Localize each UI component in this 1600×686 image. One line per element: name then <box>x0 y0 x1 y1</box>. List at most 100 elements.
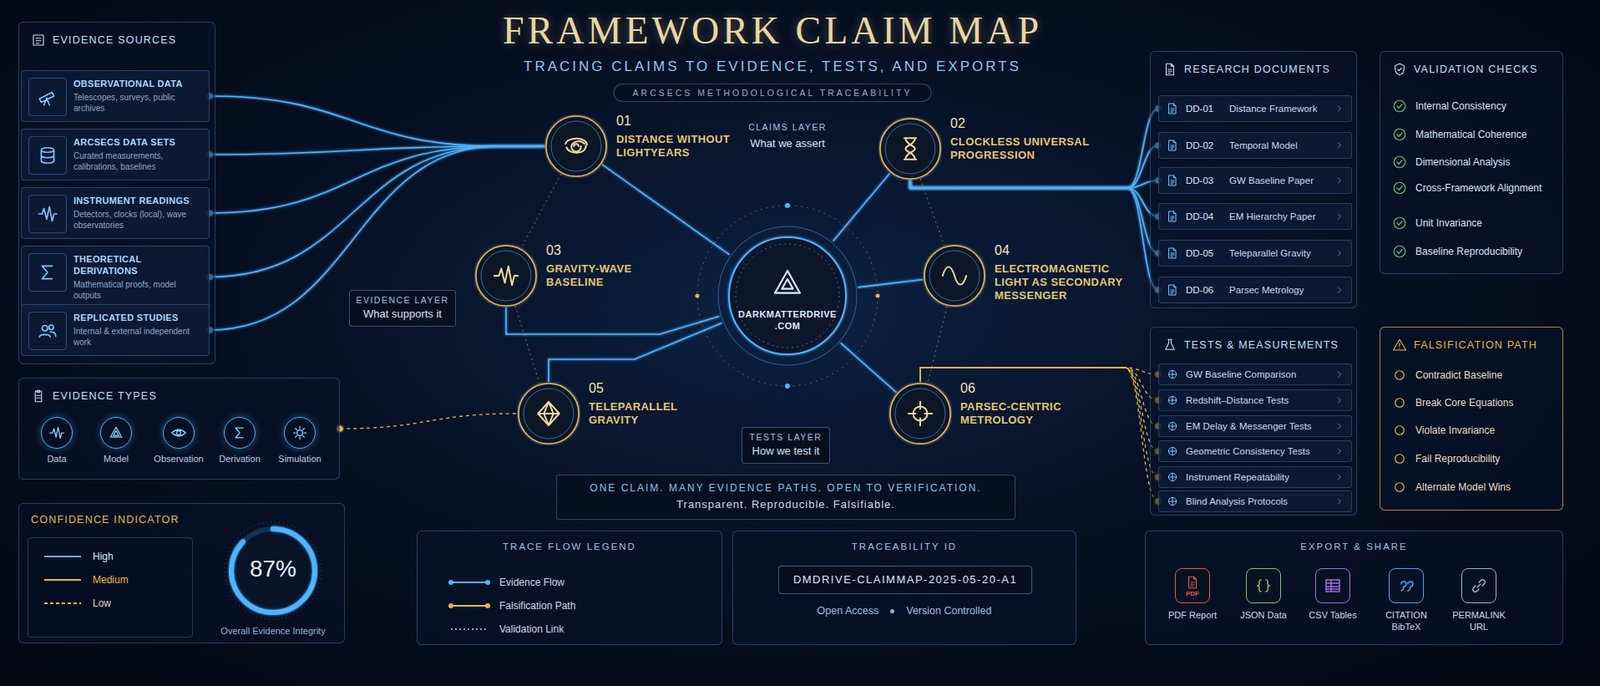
icon <box>1334 103 1345 114</box>
ring-outline <box>544 114 608 178</box>
icon-stroke <box>1165 339 1175 350</box>
icon-stroke <box>1169 140 1176 151</box>
motto-node: ONE CLAIM. MANY EVIDENCE PATHS. OPEN TO … <box>556 474 1016 520</box>
diagram-title: FRAMEWORK CLAIM MAP <box>434 8 1111 53</box>
source-body: Internal & external independent work <box>73 325 204 348</box>
icon-frame <box>28 194 67 233</box>
panel-heading: TRACEABILITY ID <box>851 541 957 552</box>
panel-heading: EXPORT & SHARE <box>1300 541 1408 552</box>
claim-link <box>506 307 720 335</box>
falsification-step: Fail Reproducibility <box>1415 452 1553 465</box>
source-heading: THEORETICAL DERIVATIONS <box>73 253 204 277</box>
access-row: Open Access Version Controlled <box>733 604 1076 617</box>
claim-number: 04 <box>994 242 1129 259</box>
icon-stroke <box>1338 177 1342 183</box>
source-body: Curated measurements, calibrations, base… <box>73 150 204 173</box>
export-label: PERMALINK URL <box>1445 608 1513 633</box>
claim-number: 05 <box>588 379 698 397</box>
icon <box>1165 367 1180 381</box>
legend-sample <box>447 577 492 588</box>
icon-stroke <box>1168 421 1176 430</box>
test-link <box>920 367 1159 451</box>
icon-stroke <box>33 35 44 46</box>
web-dot <box>695 293 700 299</box>
icon <box>1334 445 1345 456</box>
panel-heading: VALIDATION CHECKS <box>1413 63 1538 76</box>
icon <box>1396 575 1417 596</box>
hub-dash <box>735 243 840 348</box>
icon-stroke <box>1393 245 1406 258</box>
icon-stroke <box>1473 579 1486 593</box>
web-link <box>920 178 945 246</box>
icon <box>1392 215 1408 231</box>
panel-heading: EVIDENCE SOURCES <box>52 34 177 46</box>
icon-stroke <box>1166 63 1175 76</box>
doc-title: Temporal Model <box>1229 140 1328 151</box>
export-icon <box>1245 567 1282 603</box>
icon <box>1334 175 1345 186</box>
check-node: Cross-Framework Alignment <box>1388 177 1556 199</box>
claim-title: CLOCKLESS UNIVERSAL PROGRESSION <box>950 135 1101 163</box>
icon <box>1165 209 1180 223</box>
claim-node: 05TELEPARALLEL GRAVITY <box>515 379 698 447</box>
legend-row: High <box>40 550 114 563</box>
icon <box>1392 180 1408 196</box>
document-link <box>910 180 1159 217</box>
icon <box>1165 393 1180 407</box>
export-icon <box>1388 567 1424 603</box>
web-dot <box>784 383 790 389</box>
icon <box>940 261 969 290</box>
panel-node: Contradict BaselineBreak Core EquationsV… <box>1379 326 1564 511</box>
source-heading: ARCSECS DATA SETS <box>73 136 204 148</box>
document-link <box>910 180 1159 254</box>
panel-heading: CONFIDENCE INDICATOR <box>30 513 180 526</box>
fals-node: Break Core Equations <box>1388 391 1556 414</box>
icon-stroke <box>1393 100 1406 112</box>
claim-node: 02CLOCKLESS UNIVERSAL PROGRESSION <box>876 115 1101 183</box>
icon-frame <box>28 77 67 117</box>
panel-node: TRACE FLOW LEGENDEvidence FlowFalsificat… <box>416 530 723 645</box>
icon-stroke <box>235 427 244 438</box>
panel-node: Internal ConsistencyMathematical Coheren… <box>1379 50 1564 274</box>
claim-number: 06 <box>960 379 1086 397</box>
doc-node: DD-04EM Hierarchy Paper <box>1158 202 1352 230</box>
icon <box>1162 61 1178 77</box>
access-tag: Version Controlled <box>906 604 992 617</box>
falsification-step: Break Core Equations <box>1415 396 1553 409</box>
icon <box>1334 369 1345 380</box>
export-label: JSON Data <box>1230 608 1297 621</box>
gauge-caption: Overall Evidence Integrity <box>189 625 357 636</box>
icon <box>1334 211 1345 222</box>
icon <box>1322 575 1343 596</box>
document-link <box>910 108 1159 188</box>
type-node: Observation <box>149 416 208 472</box>
access-tag: Open Access <box>817 604 880 617</box>
test-link <box>920 367 1159 382</box>
icon-frame <box>28 311 67 350</box>
claim-title: TELEPARALLEL GRAVITY <box>588 400 698 427</box>
test-item: Geometric Consistency Tests <box>1185 445 1328 456</box>
type-node: Simulation <box>270 416 330 472</box>
panel-heading-row: TRACEABILITY ID <box>733 541 1076 552</box>
icon <box>1392 243 1408 259</box>
src-node: ARCSECS DATA SETS Curated measurements, c… <box>20 128 210 181</box>
icon <box>1392 479 1408 495</box>
icon <box>1392 337 1408 353</box>
legend-text: Validation Link <box>499 622 564 635</box>
doc-node: DD-02Temporal Model <box>1158 131 1352 159</box>
icon <box>1334 420 1345 431</box>
check-item: Cross-Framework Alignment <box>1415 182 1553 194</box>
document-link <box>910 180 1159 188</box>
panel-node: 87%Overall Evidence IntegrityCONFIDENCE … <box>18 502 345 644</box>
legend-row: Medium <box>40 573 129 586</box>
legend-row: Low <box>40 597 112 609</box>
panel-heading: TRACE FLOW LEGEND <box>502 541 637 552</box>
layer-node: EVIDENCE LAYERWhat supports it <box>349 289 456 327</box>
icon-frame <box>28 253 67 292</box>
icon-stroke <box>35 389 42 402</box>
web-link <box>521 173 562 249</box>
export-icon: PDF <box>1174 567 1211 603</box>
icon-stroke <box>1338 250 1342 256</box>
claim-title: ELECTROMAGNETIC LIGHT AS SECONDARY MESSE… <box>994 262 1129 303</box>
icon-stroke <box>1393 182 1406 194</box>
